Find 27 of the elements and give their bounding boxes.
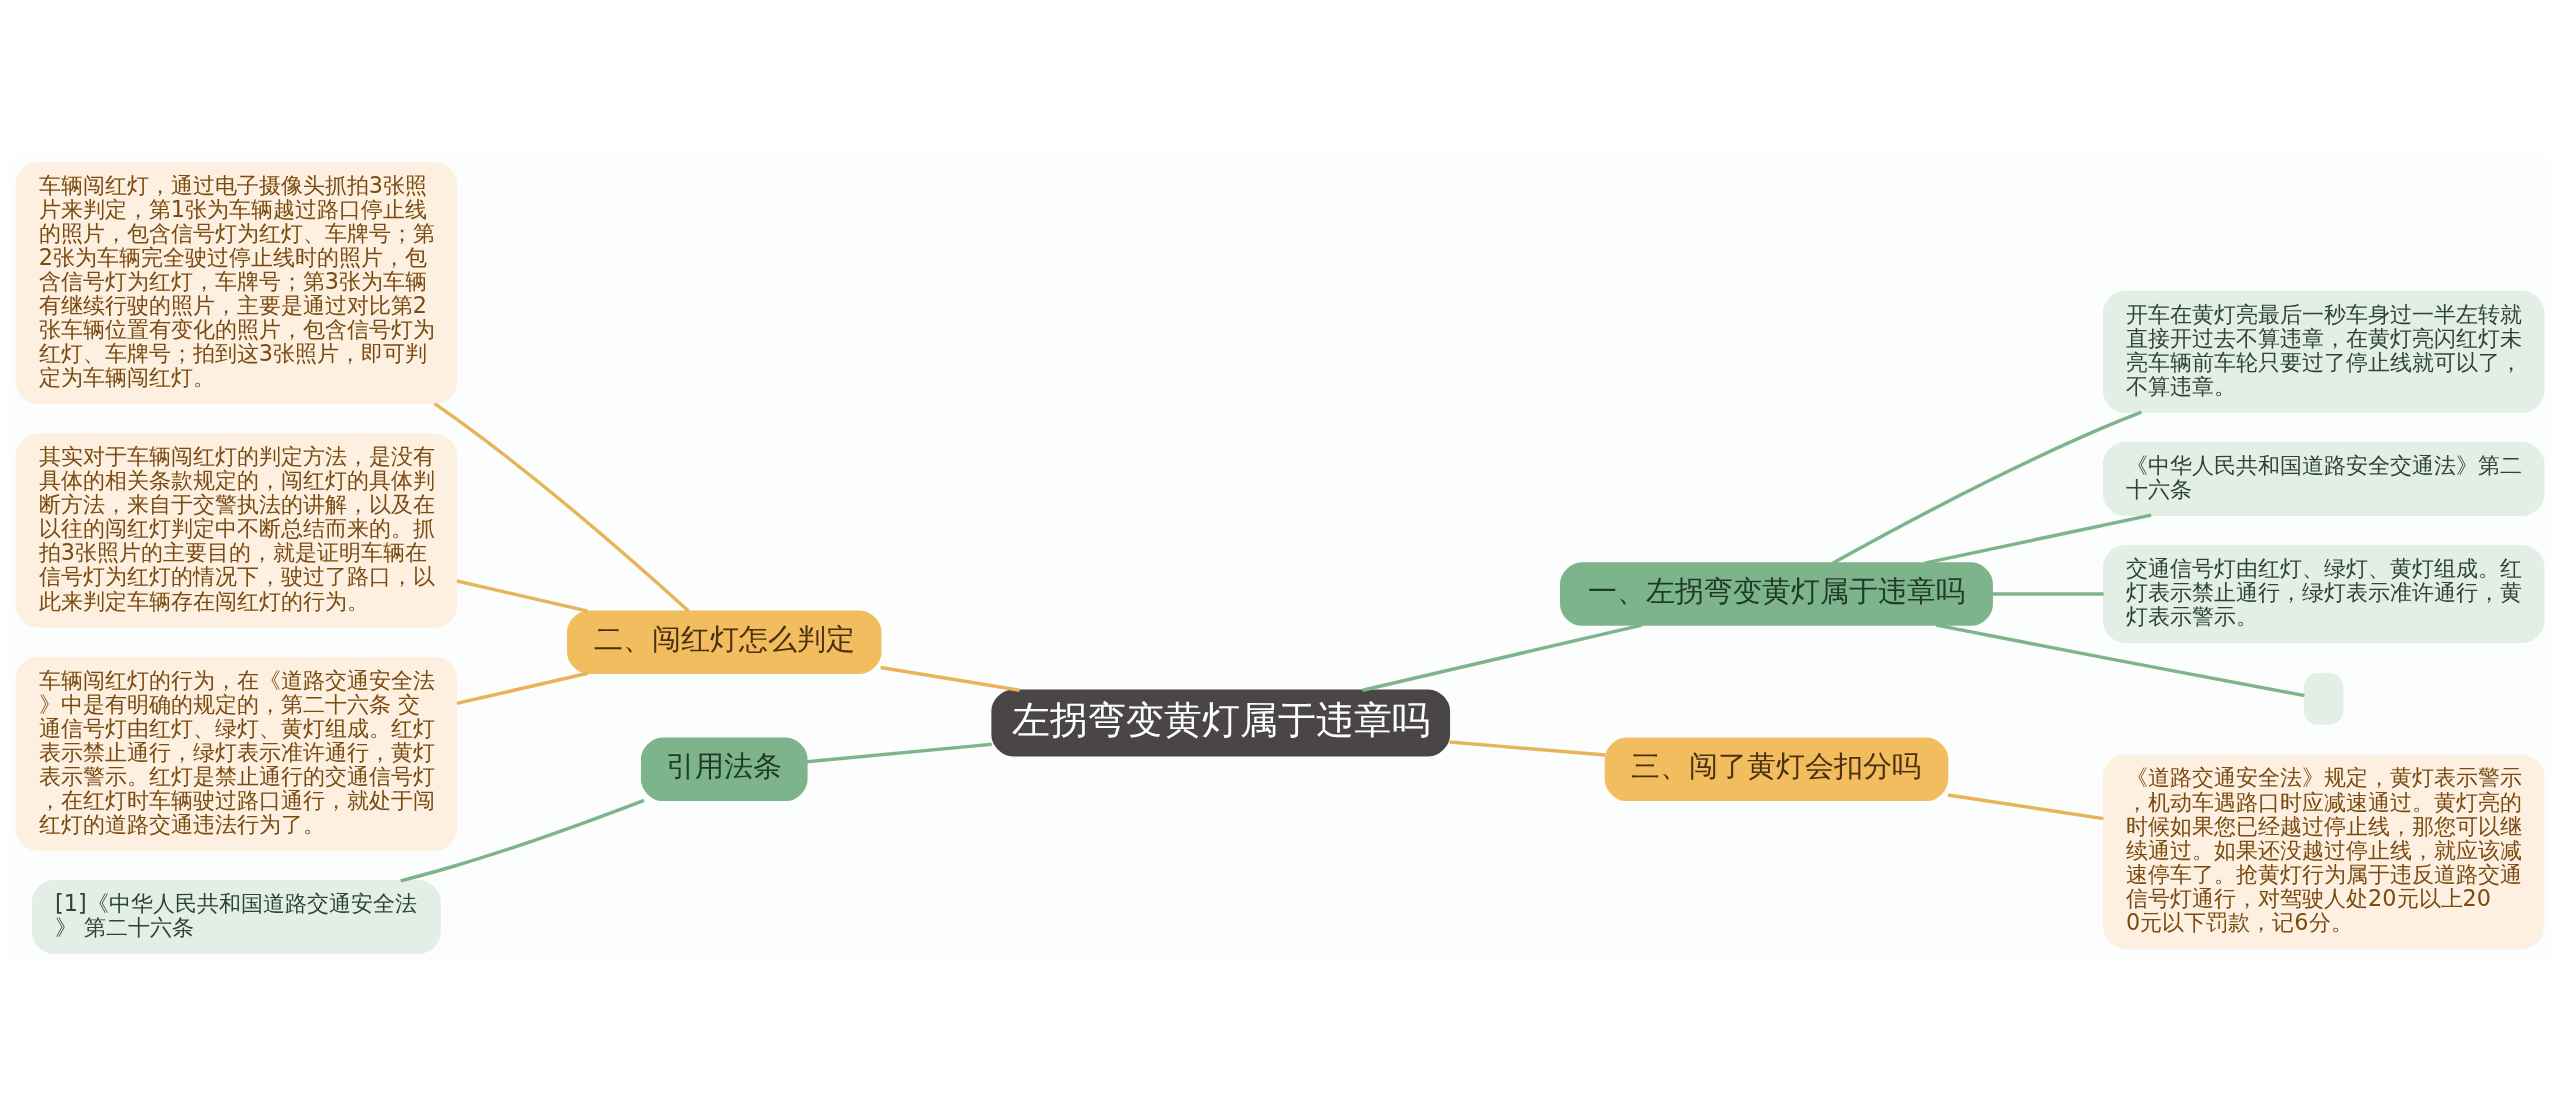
connector	[806, 742, 992, 763]
node-box: [1]《中华人民共和国道路交通安全法》 第二十六条	[31, 879, 441, 954]
connector	[400, 798, 645, 882]
node-box: 车辆闯红灯的行为，在《道路交通安全法》中是有明确的规定的，第二十六条 交通信号灯由红灯、绿灯、黄灯组成。红灯表示禁止通行，绿灯表示准许通行，黄灯表示警示。红灯是禁止通行的交通信号灯，在红灯时车辆驶过路口通行，就处于闯红灯的道路交通违法行为了。	[15, 656, 458, 851]
node-box: 交通信号灯由红灯、绿灯、黄灯组成。红灯表示禁止通行，绿灯表示准许通行，黄灯表示警示。	[2102, 544, 2545, 643]
node-box: 二、闯红灯怎么判定	[567, 609, 882, 674]
node-box: 左拐弯变黄灯属于违章吗	[991, 688, 1451, 756]
connector	[1947, 792, 2104, 820]
node-box: 车辆闯红灯，通过电子摄像头抓拍3张照片来判定，第1张为车辆越过路口停止线的照片，包含信号灯为红灯、车牌号；第2张为车辆完全驶过停止线时的照片，包含信号灯为红灯，车牌号；第3张为车辆有继续行驶的照片，主要是通过对比第2张车辆位置有变化的照片，包含信号灯为红灯、车牌号；拍到这3张照片，即可判定为车辆闯红灯。	[15, 161, 458, 404]
node-box: 《道路交通安全法》规定，黄灯表示警示，机动车遇路口时应减速通过。黄灯亮的时候如果您已经越过停止线，那您可以继续通过。如果还没越过停止线，就应该减速停车了。抢黄灯行为属于违反道路交通信号灯通行，对驾驶人处20元以上200元以下罚款，记6分。	[2102, 754, 2545, 949]
node-box: 《中华人民共和国道路安全交通法》第二十六条	[2102, 441, 2545, 516]
node-box: 一、左拐弯变黄灯属于违章吗	[1560, 561, 1993, 626]
connector	[1362, 622, 1643, 692]
node-box: 三、闯了黄灯会扣分吗	[1604, 737, 1949, 801]
node-box: 引用法条	[640, 737, 808, 801]
connector	[456, 578, 589, 613]
connector	[456, 671, 589, 705]
connector	[1924, 512, 2152, 565]
connector	[880, 665, 1020, 692]
node-box	[2303, 672, 2344, 725]
connector	[1449, 739, 1606, 757]
node-box: 其实对于车辆闯红灯的判定方法，是没有具体的相关条款规定的，闯红灯的具体判断方法，来自于交警执法的讲解，以及在以往的闯红灯判定中不断总结而来的。抓拍3张照片的主要目的，就是证明车辆在信号灯为红灯的情况下，驶过了路口，以此来判定车辆存在闯红灯的行为。	[15, 432, 458, 628]
node-box: 开车在黄灯亮最后一秒车身过一半左转就直接开过去不算违章，在黄灯亮闪红灯未亮车辆前车轮只要过了停止线就可以了，不算违章。	[2102, 290, 2545, 413]
connector	[433, 401, 690, 612]
connector	[1992, 591, 2104, 596]
connector	[1832, 410, 2143, 565]
connector	[1936, 622, 2305, 697]
